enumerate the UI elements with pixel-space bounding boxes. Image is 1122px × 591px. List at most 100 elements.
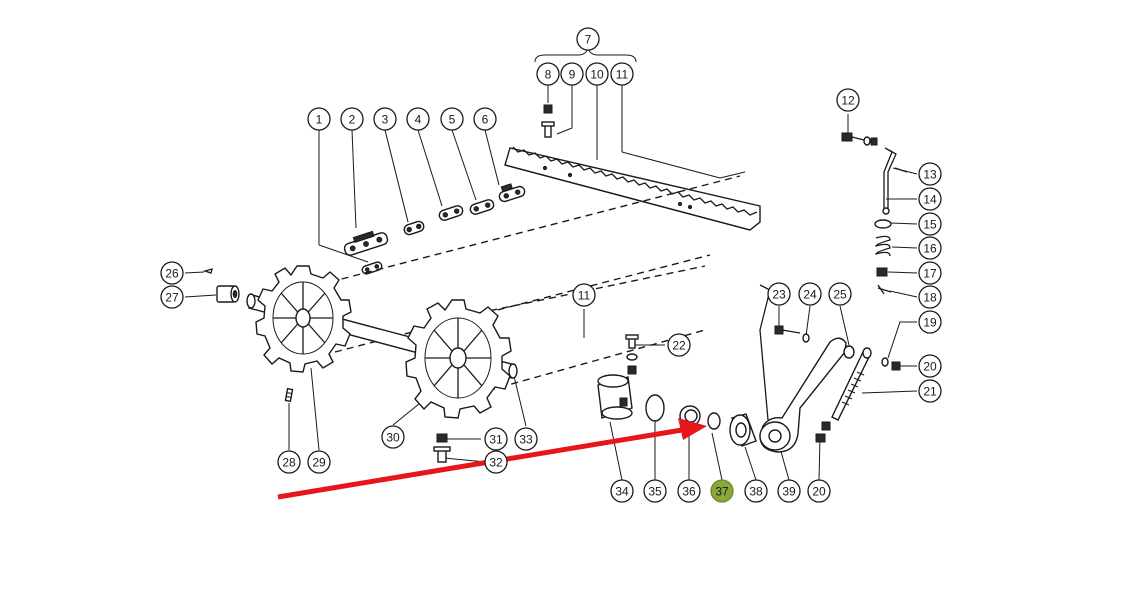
callout-circle xyxy=(277,450,301,474)
callout-number: 24 xyxy=(803,288,817,302)
callout-24: 24 xyxy=(798,282,822,306)
callout-circle xyxy=(572,283,596,307)
callout-11a: 11 xyxy=(610,62,634,86)
callout-number: 3 xyxy=(382,113,389,127)
callout-circle xyxy=(160,261,184,285)
callout-circle xyxy=(918,310,942,334)
callout-circle xyxy=(514,427,538,451)
callout-33: 33 xyxy=(514,427,538,451)
callout-5: 5 xyxy=(440,107,464,131)
callout-6: 6 xyxy=(473,107,497,131)
toothed-bar xyxy=(504,146,761,231)
callout-circle xyxy=(373,107,397,131)
callout-number: 14 xyxy=(923,193,937,207)
callout-7: 7 xyxy=(576,27,600,51)
callout-number: 16 xyxy=(923,242,937,256)
bolt-8-9 xyxy=(541,104,555,138)
callout-34: 34 xyxy=(610,479,634,503)
callout-number: 10 xyxy=(590,68,604,82)
callout-number: 1 xyxy=(316,113,323,127)
callout-10: 10 xyxy=(585,62,609,86)
callout-circle xyxy=(918,285,942,309)
callout-circle xyxy=(828,282,852,306)
callout-number: 11 xyxy=(616,68,629,82)
callout-27: 27 xyxy=(160,285,184,309)
callout-number: 30 xyxy=(386,431,400,445)
callout-12: 12 xyxy=(836,88,860,112)
callout-circle xyxy=(918,354,942,378)
tension-arm xyxy=(759,132,908,453)
callout-number: 27 xyxy=(165,291,179,305)
chain-links xyxy=(343,183,526,275)
callout-circle xyxy=(777,479,801,503)
callout-23: 23 xyxy=(767,282,791,306)
callout-25: 25 xyxy=(828,282,852,306)
callout-circle xyxy=(807,479,831,503)
bearing-26-27 xyxy=(202,268,240,303)
callout-number: 26 xyxy=(165,267,179,281)
callout-16: 16 xyxy=(918,236,942,260)
callout-19: 19 xyxy=(918,310,942,334)
bearing-assembly xyxy=(597,334,757,447)
callout-number: 31 xyxy=(489,433,503,447)
callout-number: 2 xyxy=(349,113,356,127)
callout-17: 17 xyxy=(918,261,942,285)
callout-number: 22 xyxy=(672,339,686,353)
callout-circle xyxy=(610,479,634,503)
callout-20b: 20 xyxy=(807,479,831,503)
callout-circle xyxy=(918,236,942,260)
callout-circle xyxy=(918,187,942,211)
callout-28: 28 xyxy=(277,450,301,474)
callout-circle xyxy=(406,107,430,131)
callout-number: 34 xyxy=(615,485,629,499)
callout-circle xyxy=(610,62,634,86)
callout-number: 32 xyxy=(489,456,503,470)
callout-number: 13 xyxy=(923,168,937,182)
callout-11b: 11 xyxy=(572,283,596,307)
callout-number: 7 xyxy=(585,33,592,47)
callout-31: 31 xyxy=(484,427,508,451)
callout-4: 4 xyxy=(406,107,430,131)
callout-circle xyxy=(767,282,791,306)
callout-circle xyxy=(160,285,184,309)
callout-circle xyxy=(340,107,364,131)
callout-circle xyxy=(576,27,600,51)
callout-number: 28 xyxy=(282,456,296,470)
callout-number: 6 xyxy=(482,113,489,127)
callout-number: 12 xyxy=(841,94,855,108)
callout-32: 32 xyxy=(484,450,508,474)
callout-circle xyxy=(918,261,942,285)
callout-39: 39 xyxy=(777,479,801,503)
callout-number: 39 xyxy=(782,485,796,499)
callout-1: 1 xyxy=(307,107,331,131)
callout-circle xyxy=(381,425,405,449)
callout-number: 8 xyxy=(545,68,552,82)
callout-number: 35 xyxy=(648,485,662,499)
callout-number: 4 xyxy=(415,113,422,127)
callout-circle xyxy=(585,62,609,86)
callout-number: 19 xyxy=(923,316,937,330)
callout-8: 8 xyxy=(536,62,560,86)
callout-number: 21 xyxy=(923,385,937,399)
callout-21: 21 xyxy=(918,379,942,403)
leader-lines xyxy=(184,46,918,481)
callout-circle xyxy=(667,333,691,357)
callout-circle xyxy=(918,162,942,186)
pointer-arrow xyxy=(277,418,707,500)
callout-circle xyxy=(484,427,508,451)
callout-number: 17 xyxy=(923,267,937,281)
callout-circle xyxy=(710,479,734,503)
callout-circle xyxy=(307,450,331,474)
callout-number: 18 xyxy=(923,291,937,305)
callout-15: 15 xyxy=(918,212,942,236)
callout-14: 14 xyxy=(918,187,942,211)
callout-circle xyxy=(484,450,508,474)
callout-20a: 20 xyxy=(918,354,942,378)
callout-number: 9 xyxy=(569,68,576,82)
callout-26: 26 xyxy=(160,261,184,285)
callout-circle xyxy=(643,479,667,503)
callout-36: 36 xyxy=(677,479,701,503)
callout-13: 13 xyxy=(918,162,942,186)
